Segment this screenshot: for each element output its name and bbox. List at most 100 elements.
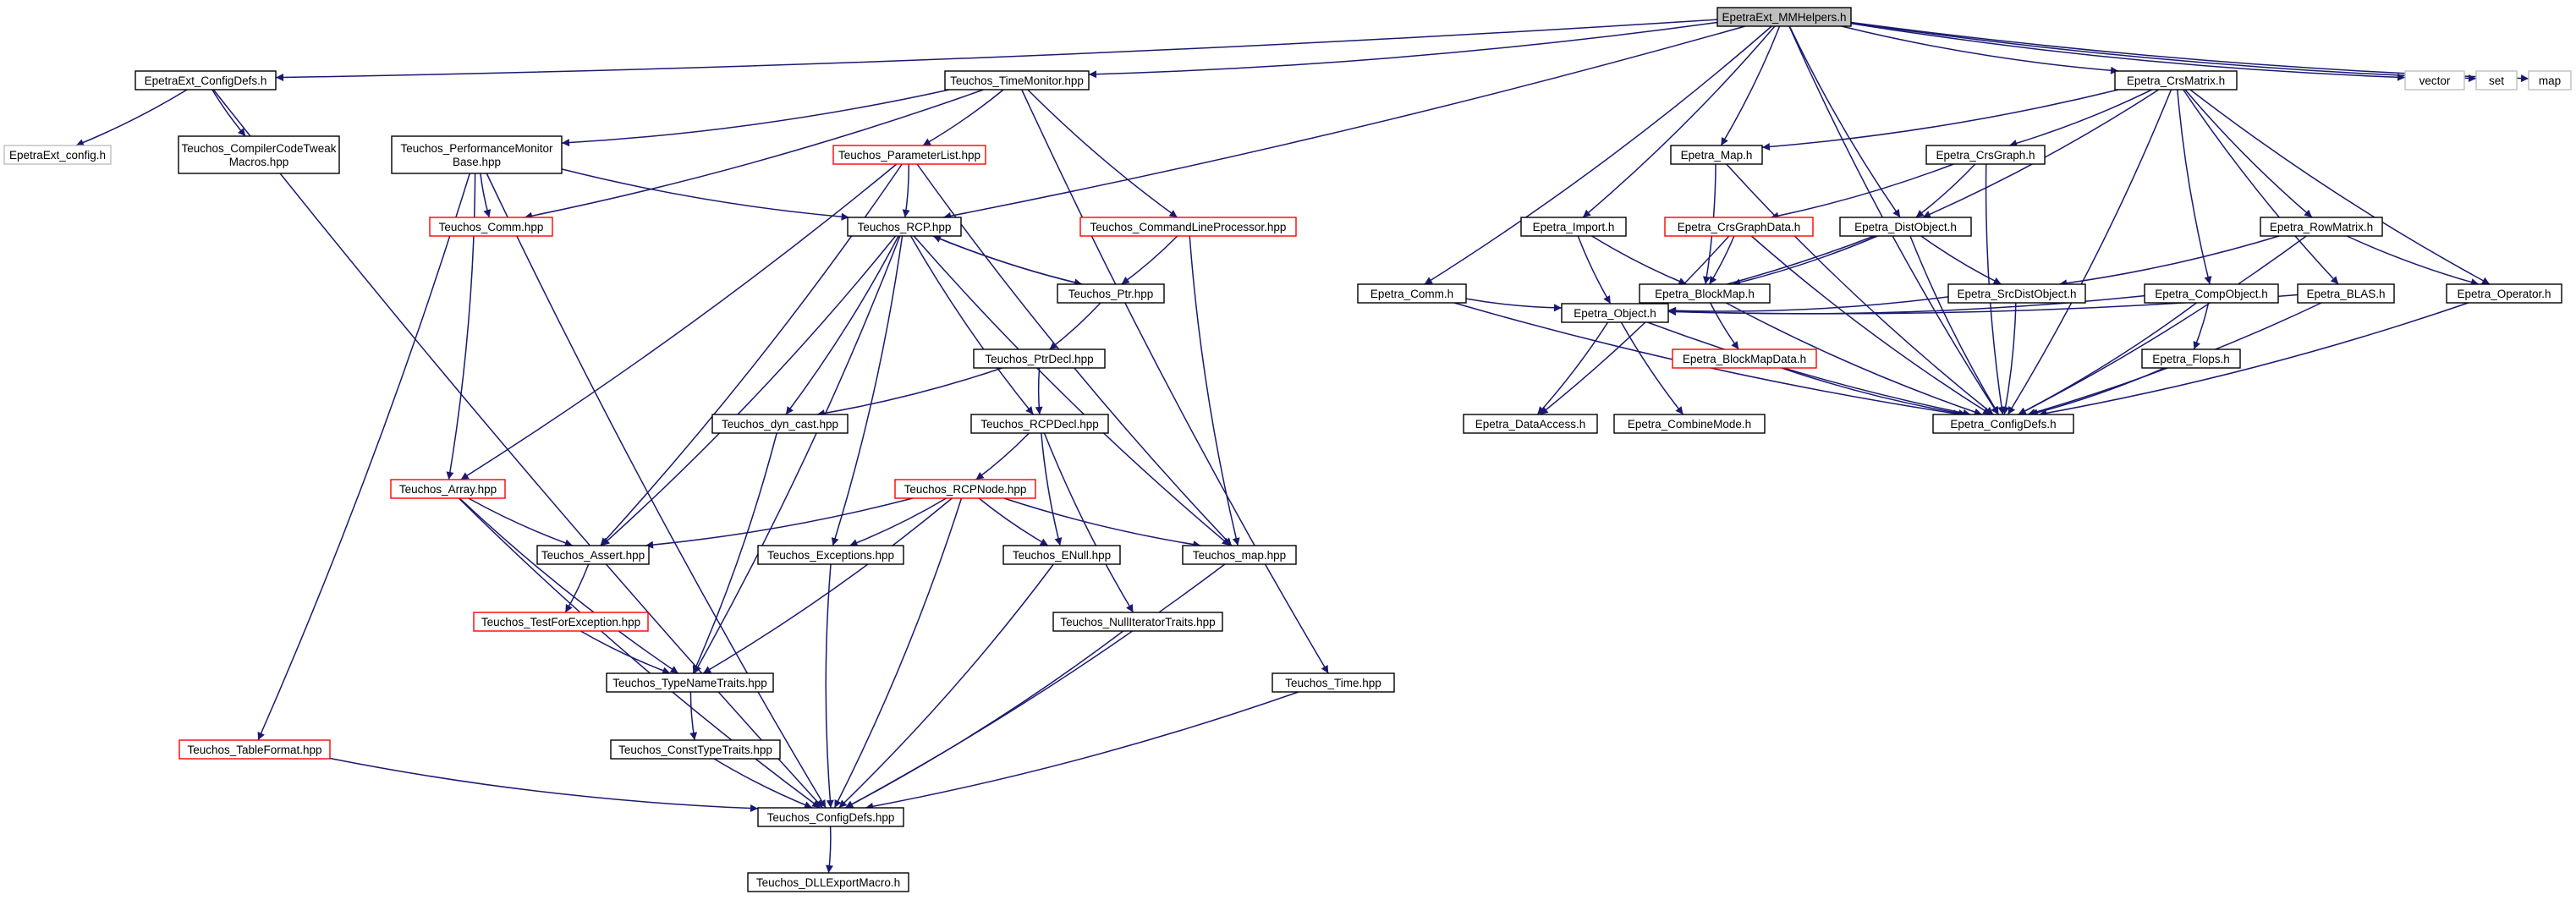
- edge-teuchos-timemonitor-hpp-to-teuchos-parameterlist-hpp: [922, 89, 1004, 146]
- edge-teuchos-rcp-hpp-to-teuchos-rcpdecl-hpp: [909, 235, 1035, 415]
- node-teuchos-tableformat-hpp[interactable]: Teuchos_TableFormat.hpp: [179, 739, 331, 760]
- node-teuchos-exceptions-hpp[interactable]: Teuchos_Exceptions.hpp: [757, 545, 904, 565]
- node-epetra-import-h[interactable]: Epetra_Import.h: [1520, 217, 1627, 237]
- node-box: [2404, 70, 2465, 91]
- node-label: Epetra_Comm.h: [1370, 288, 1453, 300]
- node-box: [473, 612, 649, 632]
- edge-teuchos-performancemonitorbase-hpp-to-teuchos-tableformat-hpp: [257, 173, 471, 741]
- node-box: [3, 145, 112, 165]
- node-teuchos-timemonitor-hpp[interactable]: Teuchos_TimeMonitor.hpp: [944, 70, 1090, 91]
- node-epetra-crsgraphdata-h[interactable]: Epetra_CrsGraphData.h: [1664, 217, 1814, 237]
- node-box: [894, 479, 1036, 499]
- node-teuchos-commandlineprocessor-hpp[interactable]: Teuchos_CommandLineProcessor.hpp: [1079, 217, 1297, 237]
- node-teuchos-parameterlist-hpp[interactable]: Teuchos_ParameterList.hpp: [832, 145, 986, 165]
- node-box: [1639, 283, 1771, 304]
- node-epetra-srcdistobject-h[interactable]: Epetra_SrcDistObject.h: [1947, 283, 2086, 304]
- edge-teuchos-commandlineprocessor-hpp-to-teuchos-map-hpp: [1189, 235, 1240, 546]
- edge-epetra-distobject-h-to-epetra-srcdistobject-h: [1920, 235, 2002, 285]
- node-teuchos-time-hpp[interactable]: Teuchos_Time.hpp: [1272, 672, 1395, 693]
- node-box: [2260, 217, 2383, 237]
- edge-epetra-operator-h-to-epetra-configdefs-h: [2039, 302, 2469, 417]
- node-epetraext-configdefs-h[interactable]: EpetraExt_ConfigDefs.h: [135, 70, 277, 91]
- node-teuchos-rcp-hpp[interactable]: Teuchos_RCP.hpp: [847, 217, 962, 237]
- edge-epetra-srcdistobject-h-to-epetra-object-h: [1667, 296, 1949, 315]
- edge-epetraext-mmhelpers-h-to-teuchos-timemonitor-hpp: [1088, 21, 1718, 79]
- node-box: [847, 217, 962, 237]
- node-label: Teuchos_TimeMonitor.hpp: [950, 74, 1084, 87]
- edge-teuchos-rcp-hpp-to-teuchos-dyn-cast-hpp: [785, 235, 899, 415]
- node-teuchos-testforexception-hpp[interactable]: Teuchos_TestForException.hpp: [473, 612, 649, 632]
- edge-epetra-object-h-to-epetra-dataaccess-h: [1536, 321, 1609, 415]
- node-label: Teuchos_RCP.hpp: [858, 221, 952, 233]
- node-epetra-rowmatrix-h[interactable]: Epetra_RowMatrix.h: [2260, 217, 2383, 237]
- node-label: Teuchos_NullIteratorTraits.hpp: [1060, 616, 1215, 628]
- node-teuchos-enull-hpp[interactable]: Teuchos_ENull.hpp: [1002, 545, 1121, 565]
- node-teuchos-dllexportmacro-h[interactable]: Teuchos_DLLExportMacro.h: [747, 872, 909, 892]
- node-epetra-comm-h[interactable]: Epetra_Comm.h: [1357, 283, 1467, 304]
- node-epetra-blockmapdata-h[interactable]: Epetra_BlockMapData.h: [1672, 348, 1817, 369]
- node-label: Teuchos_Time.hpp: [1285, 677, 1381, 689]
- node-teuchos-array-hpp[interactable]: Teuchos_Array.hpp: [390, 479, 506, 499]
- node-teuchos-ptrdecl-hpp[interactable]: Teuchos_PtrDecl.hpp: [973, 348, 1106, 369]
- node-epetra-object-h[interactable]: Epetra_Object.h: [1561, 303, 1669, 323]
- edge-teuchos-dyn-cast-hpp-to-teuchos-typenametraits-hpp: [692, 432, 777, 674]
- node-label: vector: [2419, 74, 2451, 87]
- node-label: Epetra_Flops.h: [2152, 353, 2230, 365]
- edge-teuchos-ptr-hpp-to-teuchos-ptrdecl-hpp: [1049, 302, 1101, 350]
- node-teuchos-comm-hpp[interactable]: Teuchos_Comm.hpp: [429, 217, 553, 237]
- edge-teuchos-rcp-hpp-to-teuchos-map-hpp: [913, 235, 1231, 546]
- node-epetra-dataaccess-h[interactable]: Epetra_DataAccess.h: [1463, 414, 1598, 434]
- node-teuchos-map-hpp[interactable]: Teuchos_map.hpp: [1182, 545, 1297, 565]
- edge-teuchos-exceptions-hpp-to-teuchos-configdefs-hpp: [825, 563, 834, 809]
- node-epetra-blas-h[interactable]: Epetra_BLAS.h: [2297, 283, 2395, 304]
- node-box: [1272, 672, 1395, 693]
- node-label: EpetraExt_MMHelpers.h: [1722, 11, 1846, 24]
- node-box: [1561, 303, 1669, 323]
- node-label: Teuchos_DLLExportMacro.h: [756, 876, 900, 889]
- node-epetra-operator-h[interactable]: Epetra_Operator.h: [2446, 283, 2562, 304]
- node-teuchos-configdefs-hpp[interactable]: Teuchos_ConfigDefs.hpp: [757, 807, 904, 827]
- edge-epetra-distobject-h-to-epetra-configdefs-h: [1909, 235, 2000, 415]
- node-teuchos-rcpdecl-hpp[interactable]: Teuchos_RCPDecl.hpp: [970, 414, 1109, 434]
- node-epetra-flops-h[interactable]: Epetra_Flops.h: [2141, 348, 2241, 369]
- node-teuchos-consttypetraits-hpp[interactable]: Teuchos_ConstTypeTraits.hpp: [610, 739, 781, 760]
- node-epetra-blockmap-h[interactable]: Epetra_BlockMap.h: [1639, 283, 1771, 304]
- edge-epetra-object-h-to-epetra-combinemode-h: [1620, 321, 1684, 415]
- node-teuchos-ptr-hpp[interactable]: Teuchos_Ptr.hpp: [1057, 283, 1165, 304]
- edge-epetra-blockmapdata-h-to-epetra-configdefs-h: [1781, 367, 1967, 417]
- node-box: [2446, 283, 2562, 304]
- node-box: [973, 348, 1106, 369]
- node-epetra-distobject-h[interactable]: Epetra_DistObject.h: [1839, 217, 1972, 237]
- node-epetra-configdefs-h[interactable]: Epetra_ConfigDefs.h: [1932, 414, 2074, 434]
- node-teuchos-typenametraits-hpp[interactable]: Teuchos_TypeNameTraits.hpp: [606, 672, 774, 693]
- node-set[interactable]: set: [2475, 70, 2518, 91]
- node-teuchos-dyn-cast-hpp[interactable]: Teuchos_dyn_cast.hpp: [711, 414, 849, 434]
- edge-teuchos-rcpnode-hpp-to-teuchos-exceptions-hpp: [849, 497, 947, 546]
- node-teuchos-nulliteratortraits-hpp[interactable]: Teuchos_NullIteratorTraits.hpp: [1052, 612, 1223, 632]
- node-epetra-combinemode-h[interactable]: Epetra_CombineMode.h: [1613, 414, 1766, 434]
- edge-epetraext-mmhelpers-h-to-map: [1850, 21, 2529, 83]
- edge-epetra-object-h-to-epetra-configdefs-h: [1647, 321, 1971, 417]
- node-label: Teuchos_RCPNode.hpp: [904, 483, 1027, 496]
- node-epetra-crsmatrix-h[interactable]: Epetra_CrsMatrix.h: [2114, 70, 2238, 91]
- node-map[interactable]: map: [2528, 70, 2572, 91]
- node-label: Epetra_DistObject.h: [1854, 221, 1957, 233]
- node-box: [944, 70, 1090, 91]
- node-box: [178, 135, 340, 174]
- node-epetra-map-h[interactable]: Epetra_Map.h: [1670, 145, 1763, 165]
- node-teuchos-rcpnode-hpp[interactable]: Teuchos_RCPNode.hpp: [894, 479, 1036, 499]
- node-teuchos-assert-hpp[interactable]: Teuchos_Assert.hpp: [536, 545, 650, 565]
- node-epetraext-config-h[interactable]: EpetraExt_config.h: [3, 145, 112, 165]
- edge-epetraext-mmhelpers-h-to-epetra-import-h: [1582, 25, 1776, 218]
- node-epetra-compobject-h[interactable]: Epetra_CompObject.h: [2144, 283, 2279, 304]
- node-box: [757, 807, 904, 827]
- node-epetra-crsgraph-h[interactable]: Epetra_CrsGraph.h: [1925, 145, 2046, 165]
- edge-epetra-crsmatrix-h-to-epetra-crsgraph-h: [2008, 89, 2153, 147]
- node-vector[interactable]: vector: [2404, 70, 2465, 91]
- node-label: Epetra_Import.h: [1533, 221, 1615, 233]
- edge-teuchos-assert-hpp-to-teuchos-testforexception-hpp: [564, 563, 590, 613]
- edge-teuchos-rcpnode-hpp-to-teuchos-assert-hpp: [645, 497, 914, 549]
- edge-epetra-rowmatrix-h-to-epetra-configdefs-h: [2018, 235, 2307, 415]
